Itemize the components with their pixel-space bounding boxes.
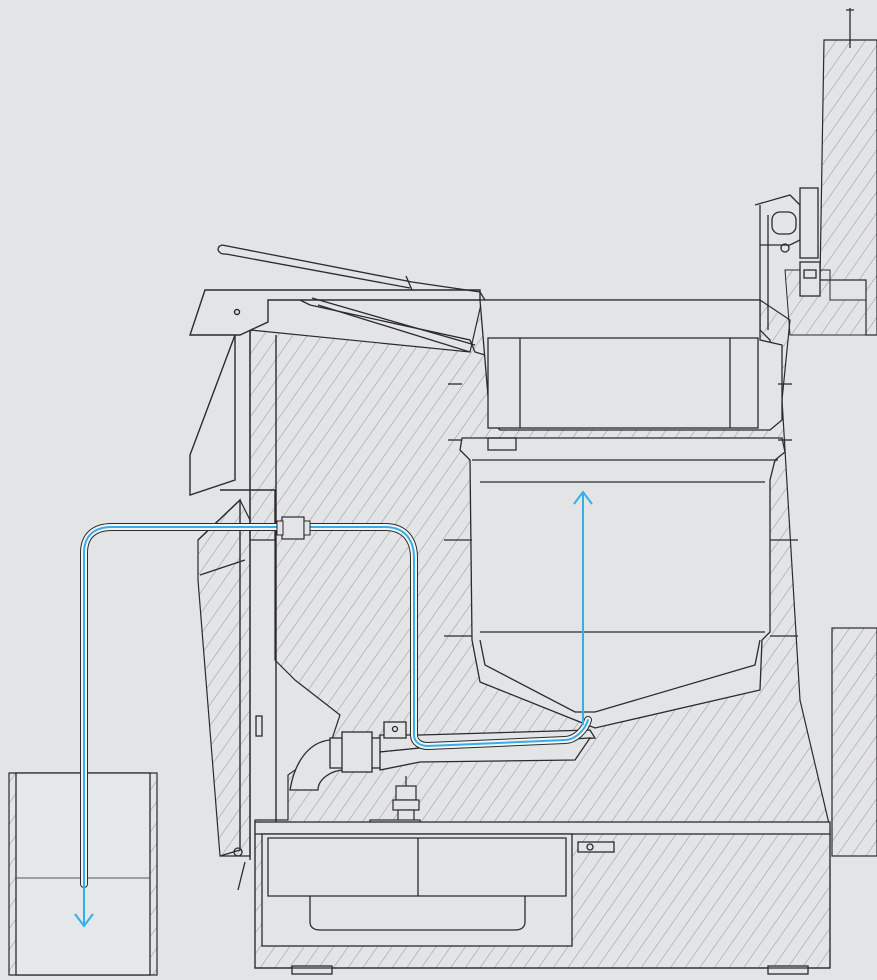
up-arrow (573, 490, 593, 725)
tray-drawer (233, 821, 831, 975)
down-arrow (74, 880, 94, 928)
inner-vessel (444, 299, 798, 729)
drain-pipe (80, 516, 592, 888)
base-cabinet (254, 834, 831, 969)
side-panel (189, 289, 481, 860)
